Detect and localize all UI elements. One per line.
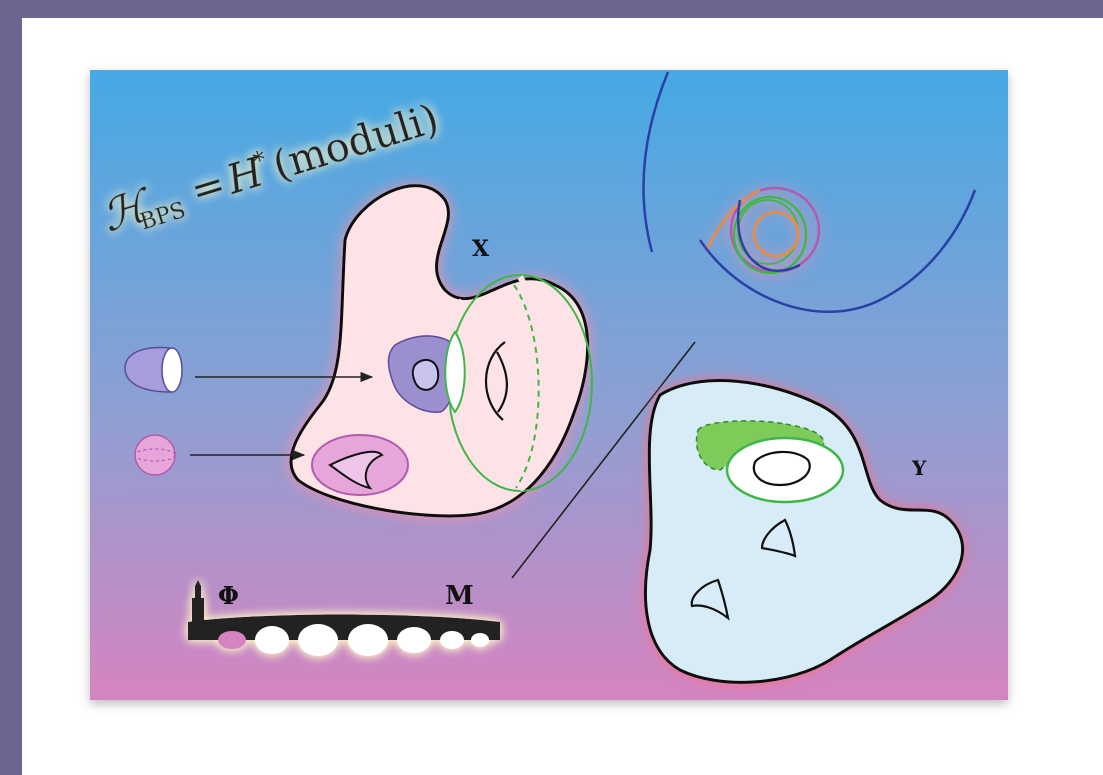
label-phi: Φ xyxy=(218,581,239,610)
label-y: Y xyxy=(911,456,927,480)
label-x: X xyxy=(472,236,490,262)
sphere-icon xyxy=(135,435,175,475)
label-m: M xyxy=(445,581,474,611)
x-disk xyxy=(445,332,465,412)
